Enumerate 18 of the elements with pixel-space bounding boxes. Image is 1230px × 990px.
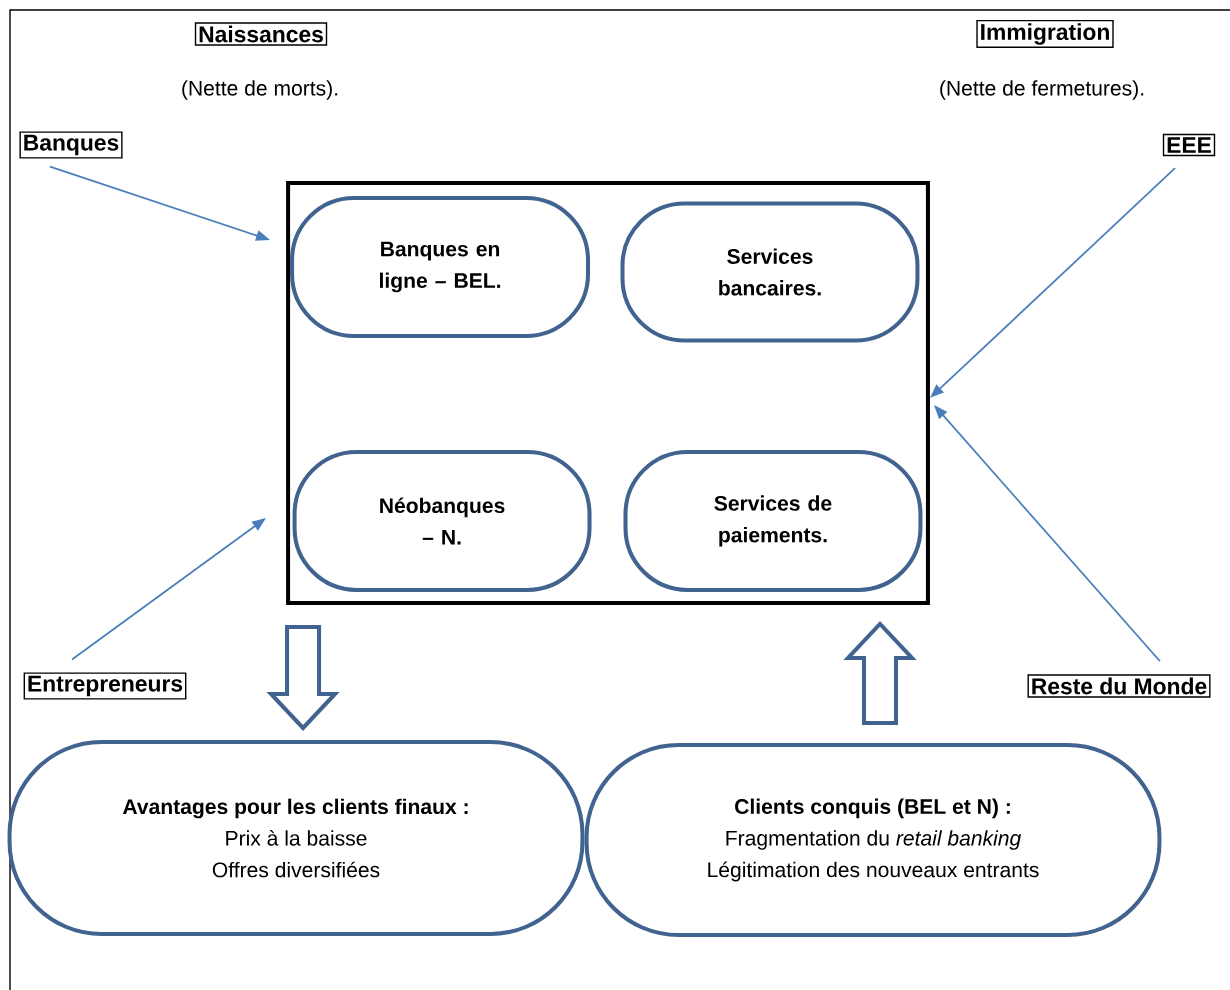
rounded-box: Avantages pour les clients finaux : Prix à la baisse Offres diversifiées xyxy=(7,740,585,936)
rounded-box: Banques en ligne – BEL. xyxy=(290,196,591,339)
rounded-box: Services de paiements. xyxy=(623,449,923,592)
rounded-box: Néobanques – N. xyxy=(292,449,592,592)
note-text: (Nette de morts). xyxy=(182,80,338,100)
rounded-box: Services bancaires. xyxy=(620,201,920,343)
label-box: Naissances xyxy=(194,22,328,46)
block-arrow xyxy=(266,624,340,731)
arrow xyxy=(930,167,1176,398)
label-box: Reste du Monde xyxy=(1027,674,1211,698)
label-box: EEE xyxy=(1162,133,1216,157)
label-box: Immigration xyxy=(976,19,1114,49)
label-box: Entrepreneurs xyxy=(23,672,187,700)
block-arrow xyxy=(843,621,917,725)
rounded-box: Clients conquis (BEL et N) : Fragmentation du retail banking Légitimation des nouveaux entrants xyxy=(584,743,1162,937)
label-box: Banques xyxy=(19,131,123,159)
note-text: (Nette de fermetures). xyxy=(940,80,1144,100)
frame-box xyxy=(286,181,930,605)
